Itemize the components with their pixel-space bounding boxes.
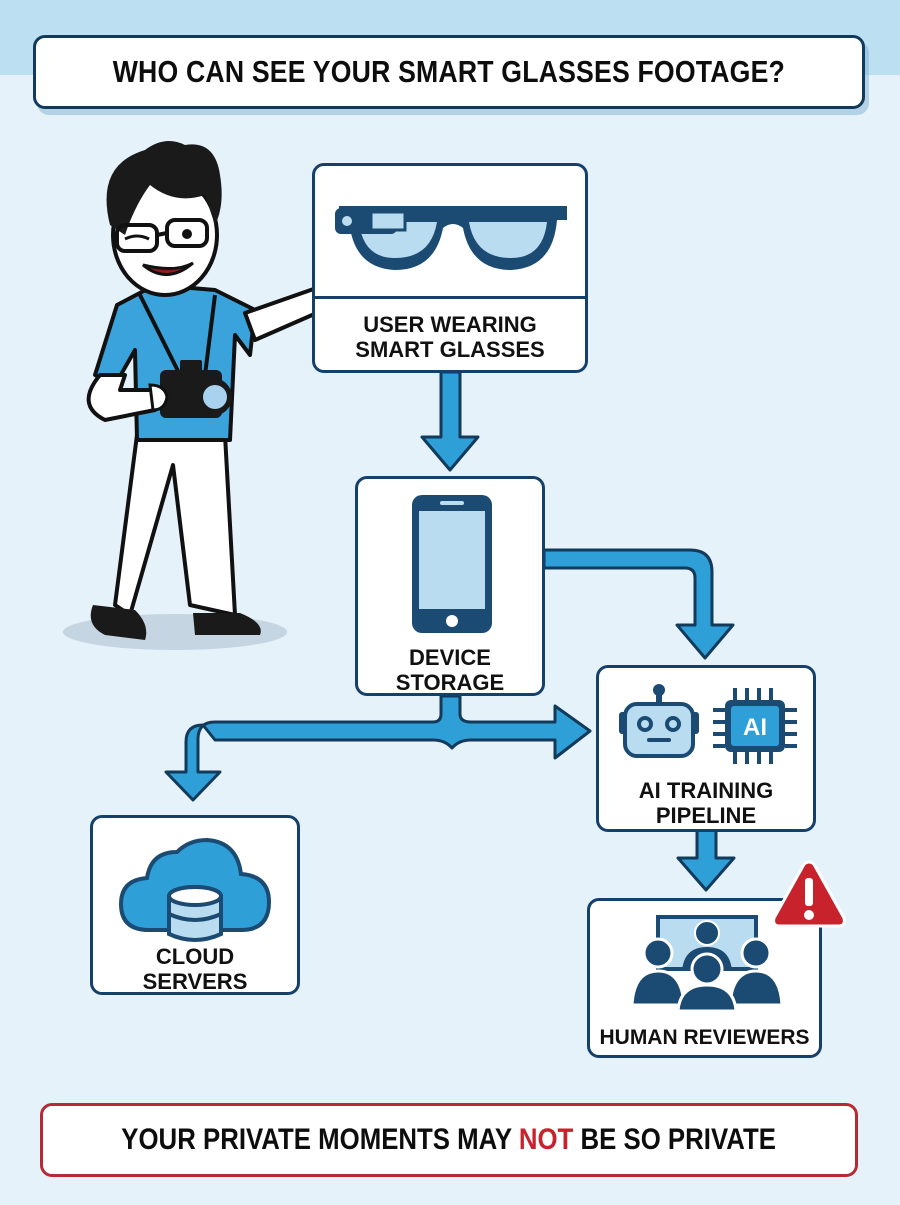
node-user-wearing-smart-glasses: USER WEARING SMART GLASSES	[312, 163, 588, 373]
arrow-device-to-cloud	[164, 694, 592, 802]
cloud-database-icon	[119, 838, 271, 942]
footer-banner: YOUR PRIVATE MOMENTS MAY NOT BE SO PRIVA…	[40, 1103, 858, 1177]
node-ai-training-pipeline: AI AI TRAINING PIPELINE	[596, 665, 816, 832]
page-title: WHO CAN SEE YOUR SMART GLASSES FOOTAGE?	[112, 54, 786, 89]
node-divider	[315, 296, 585, 299]
robot-icon	[619, 684, 699, 758]
node-device-storage: DEVICE STORAGE	[355, 476, 545, 696]
smartphone-icon	[412, 495, 492, 633]
title-banner: WHO CAN SEE YOUR SMART GLASSES FOOTAGE?	[33, 35, 865, 109]
node-label: DEVICE STORAGE	[395, 645, 505, 695]
arrow-device-to-ai	[542, 548, 735, 660]
node-label: HUMAN REVIEWERS	[599, 1026, 810, 1049]
person-pointing-illustration	[63, 141, 367, 650]
svg-text:AI: AI	[743, 714, 767, 741]
node-cloud-servers: CLOUD SERVERS	[90, 815, 300, 995]
people-group-icon	[632, 915, 782, 1011]
footer-highlight-not: NOT	[519, 1123, 574, 1156]
smart-glasses-icon	[335, 206, 567, 270]
node-label: CLOUD SERVERS	[142, 944, 248, 994]
ai-chip-icon: AI	[713, 688, 797, 764]
arrow-ai-to-humans	[676, 828, 736, 892]
arrow-user-to-device	[420, 370, 480, 472]
node-label: AI TRAINING PIPELINE	[638, 778, 774, 828]
warning-triangle-icon	[772, 860, 846, 928]
footer-message: YOUR PRIVATE MOMENTS MAY NOT BE SO PRIVA…	[121, 1123, 777, 1156]
node-human-reviewers: HUMAN REVIEWERS	[587, 898, 822, 1058]
node-label: USER WEARING SMART GLASSES	[355, 312, 545, 362]
